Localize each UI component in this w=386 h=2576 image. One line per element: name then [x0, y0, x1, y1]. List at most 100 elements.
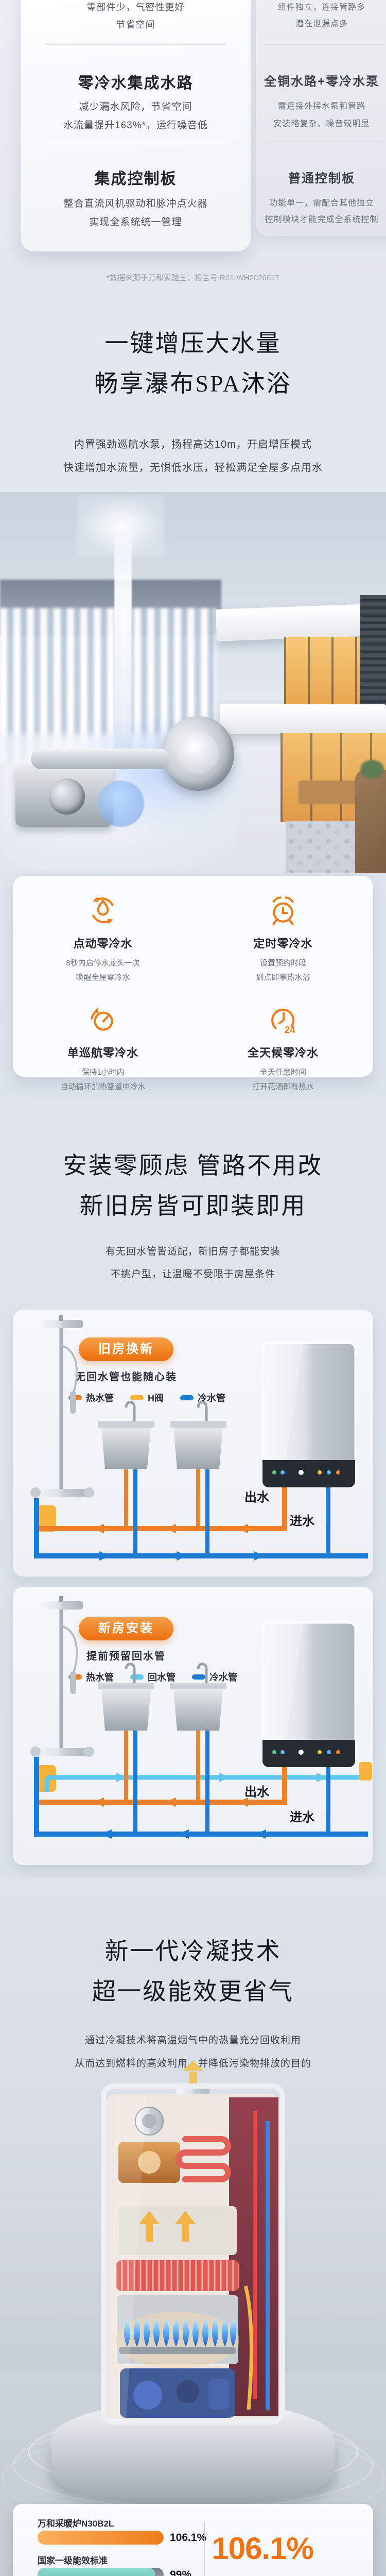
- pedestal-side: [51, 2438, 335, 2506]
- drop-cycle-icon: [13, 893, 193, 931]
- install-subtitle-line2: 不挑户型，让温暖不受限于房屋条件: [110, 1269, 275, 1280]
- clock-24-icon: 24: [193, 1003, 373, 1041]
- legend-label: 冷水管: [198, 1393, 225, 1403]
- feature-title: 点动零冷水: [73, 937, 133, 950]
- condensing-section: 新一代冷凝技术 超一级能效更省气 通过冷凝技术将高温烟气中的热量充分回收利用 从…: [0, 1878, 386, 2576]
- pump-valve-wheel: [49, 778, 85, 815]
- svg-text:出水: 出水: [244, 1785, 270, 1799]
- feature-desc: 设置预约时段到点即享热水浴: [193, 956, 373, 985]
- comparison-card-ordinary: 组件独立，连接管路多 潜在泄漏点多 全铜水路+零冷水泵 需连接外接水泵和管路 安…: [256, 0, 386, 236]
- chart-divider: [204, 2522, 205, 2576]
- bar2-fill: [38, 2568, 155, 2576]
- feature-desc-line1: 设置预约时段: [259, 959, 306, 968]
- install-section: 安装零顾虑 管路不用改 新旧房皆可即装即用 有无回水管皆适配，新旧房子都能安装 …: [0, 1097, 386, 1878]
- boost-subtitle-line2: 快速增加水流量，无惧低水压，轻松满足全屋多点用水: [63, 462, 323, 473]
- feature-desc-line1: 保持1小时内: [81, 1068, 125, 1077]
- old-house-badge: 旧房换新: [79, 1337, 173, 1361]
- efficiency-chart-card: 万和采暖炉N30B2L 106.1% 国家一级能效标准 99% 国家二级能效标准…: [13, 2504, 373, 2576]
- water-jet: [114, 513, 132, 770]
- install-title-line1: 安装零顾虑 管路不用改: [63, 1153, 323, 1179]
- cold-pipe-swatch: [180, 1395, 194, 1400]
- old-house-legend: 热水管 H阀 冷水管: [68, 1391, 225, 1404]
- legend-item: 冷水管: [180, 1391, 225, 1404]
- comparison-card-integrated: 零部件少，气密性更好 节省空间 零冷水集成水路 减少漏水风险，节省空间 水流量提…: [21, 0, 251, 251]
- bar2-track: [38, 2568, 164, 2576]
- boost-section: 一键增压大水量 畅享瀑布SPA沐浴 内置强劲巡航水泵，扬程高达10m，开启增压模…: [0, 289, 386, 1097]
- h-valve-swatch: [130, 1395, 144, 1400]
- pump-pipe: [31, 749, 170, 769]
- feature-desc-line2: 到点即享热水浴: [256, 973, 310, 982]
- left-top-line2: 节省空间: [116, 20, 155, 30]
- pump-motor-cap: [178, 732, 219, 774]
- bar1-track: [38, 2531, 164, 2545]
- condensing-title-line2: 超一级能效更省气: [92, 1978, 294, 2005]
- cliff-rocks: [355, 770, 386, 873]
- bar1-label: 万和采暖炉N30B2L: [38, 2519, 114, 2529]
- legend-label: 热水管: [86, 1393, 114, 1403]
- new-house-diagram-card: 新房安装 提前预留回水管 热水管 回水管 冷水管: [13, 1587, 373, 1865]
- bar1-fill: [38, 2531, 164, 2545]
- left-row3-title: 集成控制板: [94, 171, 177, 188]
- condensing-subtitle-line1: 通过冷凝技术将高温烟气中的热量充分回收利用: [84, 2035, 301, 2046]
- right-row3-desc1: 功能单一，需配合其他独立: [269, 199, 374, 208]
- boost-title-line1: 一键增压大水量: [104, 330, 282, 357]
- feature-title: 全天候零冷水: [247, 1046, 319, 1059]
- feature-title: 单巡航零冷水: [67, 1046, 138, 1059]
- left-top-line1: 零部件少，气密性更好: [86, 2, 185, 12]
- feature-desc-line1: 8秒内启停水龙头一次: [66, 959, 140, 968]
- svg-text:进水: 进水: [290, 1810, 315, 1824]
- return-pipe-swatch: [130, 1674, 144, 1680]
- boost-title-line2: 畅享瀑布SPA沐浴: [94, 370, 292, 397]
- old-house-plumbing-diagram: 出水 进水: [30, 1315, 368, 1561]
- right-row2-title: 全铜水路+零冷水泵: [264, 75, 379, 89]
- feature-item-pulse: 点动零冷水 8秒内启停水龙头一次唤醒全屋零冷水: [13, 876, 193, 985]
- bar1-value: 106.1%: [170, 2532, 207, 2544]
- legend-label: 热水管: [86, 1672, 114, 1683]
- efficiency-highlight-value: 106.1%: [212, 2531, 314, 2566]
- svg-text:出水: 出水: [244, 1490, 270, 1504]
- feature-desc-line2: 唤醒全屋零冷水: [76, 973, 130, 982]
- feature-desc-line2: 自动循环加热管道中冷水: [60, 1082, 146, 1091]
- old-house-diagram-card: 旧房换新 无回水管也能随心装 热水管 H阀 冷水管: [13, 1310, 373, 1577]
- house-floor-slab: [220, 704, 386, 734]
- old-house-diagram-subtitle: 无回水管也能随心装: [75, 1371, 177, 1383]
- new-house-diagram-subtitle: 提前预留回水管: [86, 1651, 166, 1662]
- left-row3-desc1: 整合直流风机驱动和脉冲点火器: [63, 198, 208, 209]
- cliff-shrub: [360, 760, 384, 778]
- cold-pipe-swatch: [192, 1674, 205, 1680]
- heater-cutaway-render: [101, 2060, 285, 2425]
- legend-label: 回水管: [148, 1672, 176, 1683]
- feature-desc: 全天任意时间打开花洒即有热水: [193, 1065, 373, 1094]
- feature-item-allday: 24 全天候零冷水 全天任意时间打开花洒即有热水: [193, 985, 373, 1094]
- right-top-line1: 组件独立，连接管路多: [277, 3, 365, 12]
- new-house-plumbing-diagram: 出水 进水: [30, 1596, 372, 1839]
- zero-cold-water-features-card: 点动零冷水 8秒内启停水龙头一次唤醒全屋零冷水 定时零冷水 设置预约时段到点即享…: [13, 876, 373, 1091]
- louver-panel: [360, 595, 386, 708]
- right-row3-title: 普通控制板: [288, 172, 355, 185]
- boost-subtitle-line1: 内置强劲巡航水泵，扬程高达10m，开启增压模式: [74, 439, 312, 450]
- left-row3-desc2: 实现全系统统一管理: [89, 217, 182, 228]
- right-top-line2: 潜在泄漏点多: [295, 20, 348, 28]
- svg-text:24: 24: [285, 1024, 295, 1035]
- bar2-value: 99%: [170, 2569, 192, 2576]
- feature-title: 定时零冷水: [253, 937, 313, 950]
- legend-label: 冷水管: [209, 1672, 237, 1683]
- cruise-gauge-icon: [13, 1003, 193, 1041]
- interior-furniture: [299, 781, 360, 804]
- left-row2-desc1: 减少漏水风险，节省空间: [79, 101, 192, 112]
- legend-item: 冷水管: [192, 1670, 237, 1684]
- feature-desc: 保持1小时内自动循环加热管道中冷水: [13, 1065, 193, 1094]
- feature-item-cruise: 单巡航零冷水 保持1小时内自动循环加热管道中冷水: [13, 985, 193, 1094]
- divider: [265, 44, 385, 45]
- install-subtitle-line1: 有无回水管皆适配，新旧房子都能安装: [105, 1246, 280, 1257]
- bar2-label: 国家一级能效标准: [38, 2556, 108, 2566]
- feature-item-timer: 定时零冷水 设置预约时段到点即享热水浴: [193, 876, 373, 985]
- lab-report-footnote: *数据来源于万和实验室，报告号:R01-WH2026017: [107, 274, 279, 282]
- install-title-line2: 新旧房皆可即装即用: [79, 1193, 307, 1219]
- right-row3-desc2: 控制模块才能完成全系统控制: [265, 215, 379, 224]
- left-row2-desc2: 水流量提升163%*，运行噪音低: [63, 120, 208, 131]
- right-row2-desc1: 需连接外接水泵和管路: [277, 102, 365, 111]
- legend-item: H阀: [130, 1391, 164, 1404]
- feature-desc: 8秒内启停水龙头一次唤醒全屋零冷水: [13, 956, 193, 985]
